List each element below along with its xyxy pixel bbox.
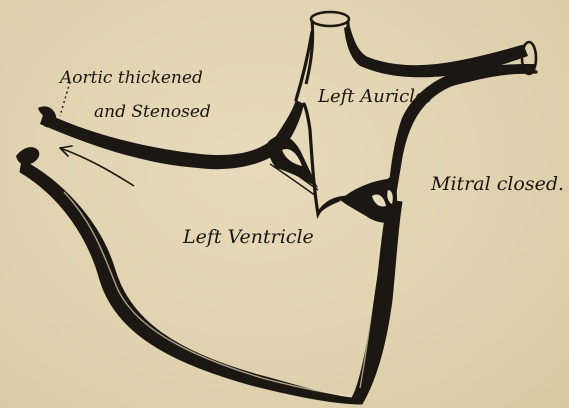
aortic-label-line2: and Stenosed bbox=[94, 104, 211, 121]
left-auricle-label: Left Auricle. bbox=[318, 88, 431, 106]
mitral-closed-label: Mitral closed. bbox=[431, 175, 564, 194]
vein-tube-top bbox=[306, 20, 354, 84]
aortic-cusp-upper bbox=[38, 106, 56, 127]
mitral-valve bbox=[340, 178, 397, 223]
left-ventricle-label: Left Ventricle bbox=[183, 228, 314, 247]
aortic-label-line1: Aortic thickened bbox=[60, 70, 203, 87]
aortic-cusp-lower bbox=[16, 147, 39, 165]
vein-opening-top bbox=[311, 12, 349, 26]
